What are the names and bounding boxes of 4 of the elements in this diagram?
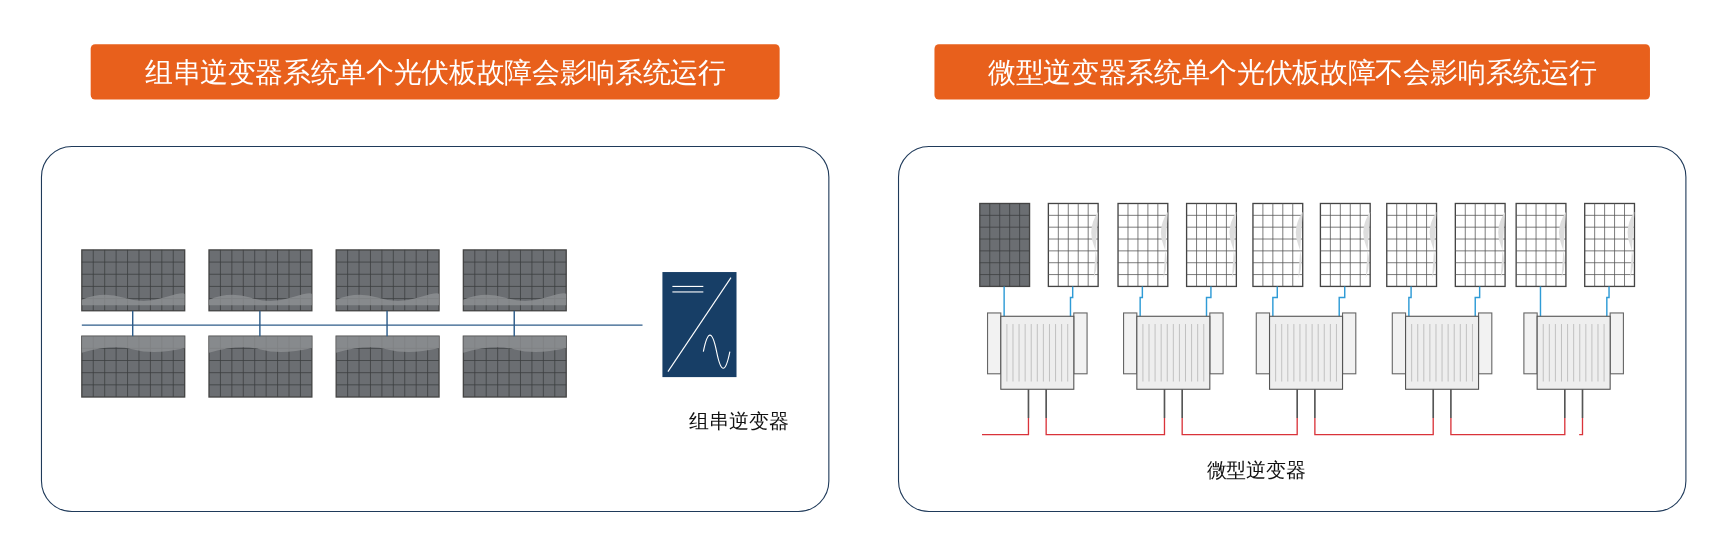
inverter-caption: 组串逆变器 <box>688 408 789 435</box>
title-banner: 微型逆变器系统单个光伏板故障不会影响系统运行 <box>934 44 1650 100</box>
title-banner: 组串逆变器系统单个光伏板故障会影响系统运行 <box>90 44 780 100</box>
inverter-caption: 微型逆变器 <box>1206 456 1307 484</box>
